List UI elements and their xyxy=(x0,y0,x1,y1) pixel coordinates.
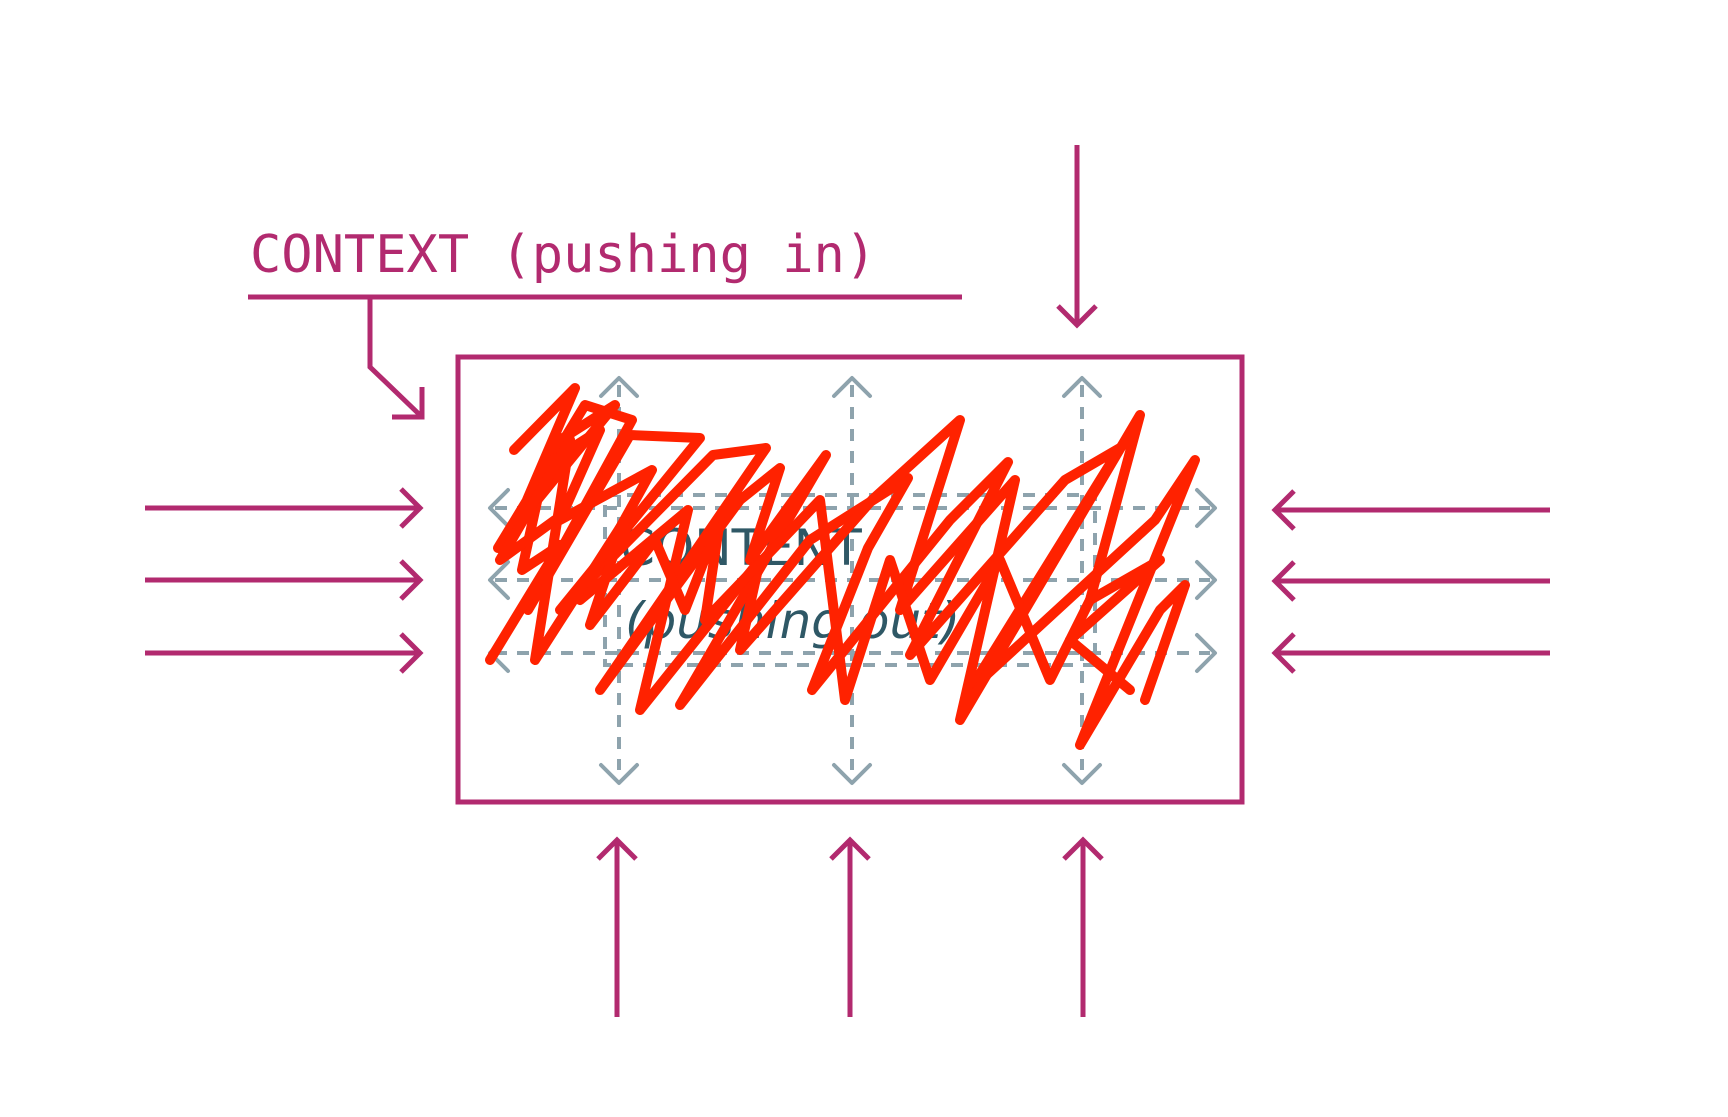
chevron-left-icon xyxy=(488,488,510,528)
arrow-in-bottom-1 xyxy=(596,836,638,1017)
chevron-down-icon xyxy=(599,763,639,785)
arrow-in-top xyxy=(1056,145,1098,329)
arrow-in-left-3 xyxy=(145,632,424,674)
context-leader-line xyxy=(367,297,424,419)
context-label: CONTEXT (pushing in) xyxy=(250,225,876,285)
chevron-down-icon xyxy=(832,763,872,785)
arrow-in-right-1 xyxy=(1271,489,1550,531)
chevron-right-icon xyxy=(1195,488,1217,528)
chevron-up-icon xyxy=(1062,376,1102,398)
arrow-in-bottom-2 xyxy=(829,836,871,1017)
arrow-in-right-3 xyxy=(1271,632,1550,674)
chevron-up-icon xyxy=(832,376,872,398)
chevron-down-icon xyxy=(1062,763,1102,785)
chevron-right-icon xyxy=(1195,560,1217,600)
arrow-in-left-2 xyxy=(145,559,424,601)
arrow-in-left-1 xyxy=(145,487,424,529)
chevron-left-icon xyxy=(488,560,510,600)
context-leader-arrowhead xyxy=(392,387,425,420)
content-box xyxy=(455,354,1245,805)
chevron-right-icon xyxy=(1195,633,1217,673)
arrow-in-bottom-3 xyxy=(1062,836,1104,1017)
scribble-overlay xyxy=(485,383,1200,750)
chevron-up-icon xyxy=(599,376,639,398)
arrow-in-right-2 xyxy=(1271,560,1550,602)
